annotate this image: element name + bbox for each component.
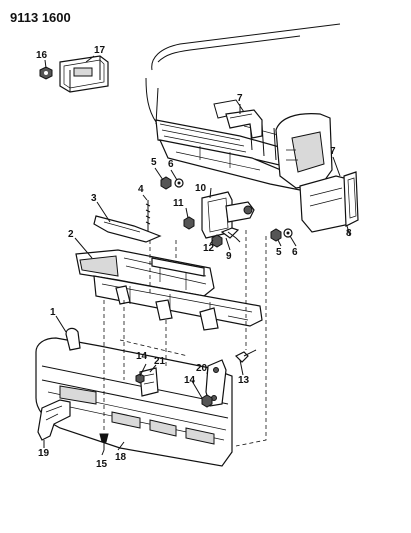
callout-9: 9 — [226, 251, 232, 262]
reinforcement-bar-part-3 — [93, 215, 162, 243]
clip-part-15 — [99, 433, 109, 450]
callout-20: 20 — [196, 363, 208, 374]
callout-7-right: 7 — [330, 146, 336, 157]
nut-part-5-lower — [270, 228, 282, 242]
bracket-part-21 — [139, 367, 159, 397]
reinforcement-part-7 — [225, 109, 263, 139]
callout-6-lower: 6 — [292, 247, 298, 258]
leader-lines — [43, 55, 351, 456]
end-cap-part-19 — [37, 399, 71, 441]
callout-17: 17 — [94, 45, 106, 56]
bolt-part-9 — [220, 227, 241, 243]
washer-part-6-upper — [174, 178, 184, 188]
nut-part-5-upper — [160, 176, 172, 190]
bracket-part-20 — [205, 359, 227, 407]
callout-19: 19 — [38, 448, 50, 459]
callout-18: 18 — [115, 452, 127, 463]
callout-6-upper: 6 — [168, 159, 174, 170]
callout-8: 8 — [346, 228, 352, 239]
callout-3: 3 — [91, 193, 97, 204]
callout-13: 13 — [238, 375, 250, 386]
washer-part-6-lower — [283, 228, 293, 238]
nut-part-12 — [211, 234, 223, 248]
bumper-bar-part-2 — [75, 249, 263, 331]
callout-14-right: 14 — [184, 375, 196, 386]
callout-21: 21 — [154, 356, 166, 367]
callout-11: 11 — [173, 198, 184, 209]
callout-2: 2 — [68, 229, 74, 240]
callout-16: 16 — [36, 50, 48, 61]
callout-1: 1 — [50, 307, 56, 318]
bracket-assembly-part-10 — [201, 191, 255, 239]
nut-part-14-left — [135, 373, 145, 384]
callout-12: 12 — [203, 243, 215, 254]
callout-10: 10 — [195, 183, 207, 194]
nut-part-14-right — [201, 394, 213, 408]
diagram-code: 9113 1600 — [10, 10, 71, 25]
callout-5-upper: 5 — [151, 157, 157, 168]
callout-labels: 16 17 7 5 6 7 10 4 3 11 8 12 9 2 5 6 1 1… — [36, 45, 352, 470]
callout-7: 7 — [237, 93, 243, 104]
nut-part-11 — [183, 216, 195, 230]
callout-5-lower: 5 — [276, 247, 282, 258]
callout-15: 15 — [96, 459, 108, 470]
bumper-fascia-part-1 — [35, 327, 233, 467]
nut-part-16 — [39, 66, 53, 80]
bracket-part-17 — [59, 55, 109, 93]
callout-14-left: 14 — [136, 351, 148, 362]
callout-4: 4 — [138, 184, 144, 195]
bracket-part-8 — [343, 171, 359, 227]
